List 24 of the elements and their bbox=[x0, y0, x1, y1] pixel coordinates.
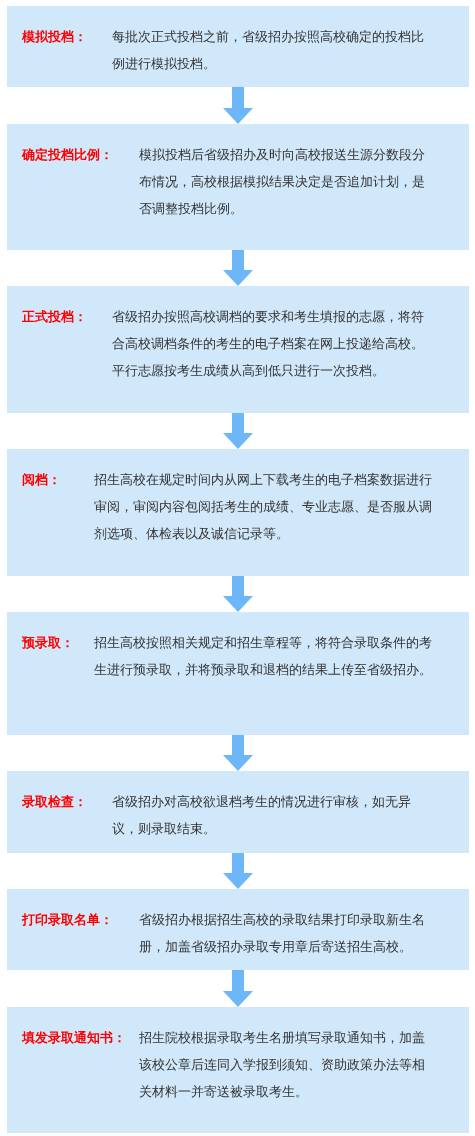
step-box bbox=[7, 612, 469, 735]
step-box bbox=[7, 449, 469, 576]
step-description: 省级招办按照高校调档的要求和考生填报的志愿，将符合高校调档条件的考生的电子档案在网上投递给高校。平行志愿按考生成绩从高到低只进行一次投档。 bbox=[112, 308, 425, 380]
step-box bbox=[7, 771, 469, 853]
step-description: 招生高校按照相关规定和招生章程等，将符合录取条件的考生进行预录取，并将预录取和退档的结果上传至省级招办。 bbox=[94, 634, 433, 679]
step-title: 录取检查： bbox=[22, 793, 87, 811]
step-description: 招生高校在规定时间内从网上下载考生的电子档案数据进行审阅，审阅内容包阅括考生的成绩、专业志愿、是否服从调剂选项、体检表以及诚信记录等。 bbox=[94, 471, 433, 543]
step-box bbox=[7, 889, 469, 970]
step-title: 打印录取名单： bbox=[22, 911, 113, 929]
step-title: 确定投档比例： bbox=[22, 146, 113, 164]
step-box bbox=[7, 6, 469, 87]
step-title: 阅档： bbox=[22, 471, 61, 489]
step-description: 招生院校根据录取考生名册填写录取通知书，加盖该校公章后连同入学报到须知、资助政策办法等相关材料一并寄送被录取考生。 bbox=[139, 1029, 426, 1101]
step-title: 填发录取通知书： bbox=[22, 1029, 126, 1047]
step-box bbox=[7, 286, 469, 413]
step-title: 模拟投档： bbox=[22, 28, 87, 46]
step-box bbox=[7, 1007, 469, 1133]
step-description: 每批次正式投档之前，省级招办按照高校确定的投档比例进行模拟投档。 bbox=[112, 28, 425, 73]
step-title: 预录取： bbox=[22, 634, 74, 652]
step-title: 正式投档： bbox=[22, 308, 87, 326]
step-description: 模拟投档后省级招办及时向高校报送生源分数段分布情况，高校根据模拟结果决定是否追加计划，是否调整投档比例。 bbox=[139, 146, 426, 218]
step-box bbox=[7, 124, 469, 250]
step-description: 省级招办对高校欲退档考生的情况进行审核，如无异议，则录取结束。 bbox=[112, 793, 412, 838]
step-description: 省级招办根据招生高校的录取结果打印录取新生名册，加盖省级招办录取专用章后寄送招生高校。 bbox=[139, 911, 426, 956]
